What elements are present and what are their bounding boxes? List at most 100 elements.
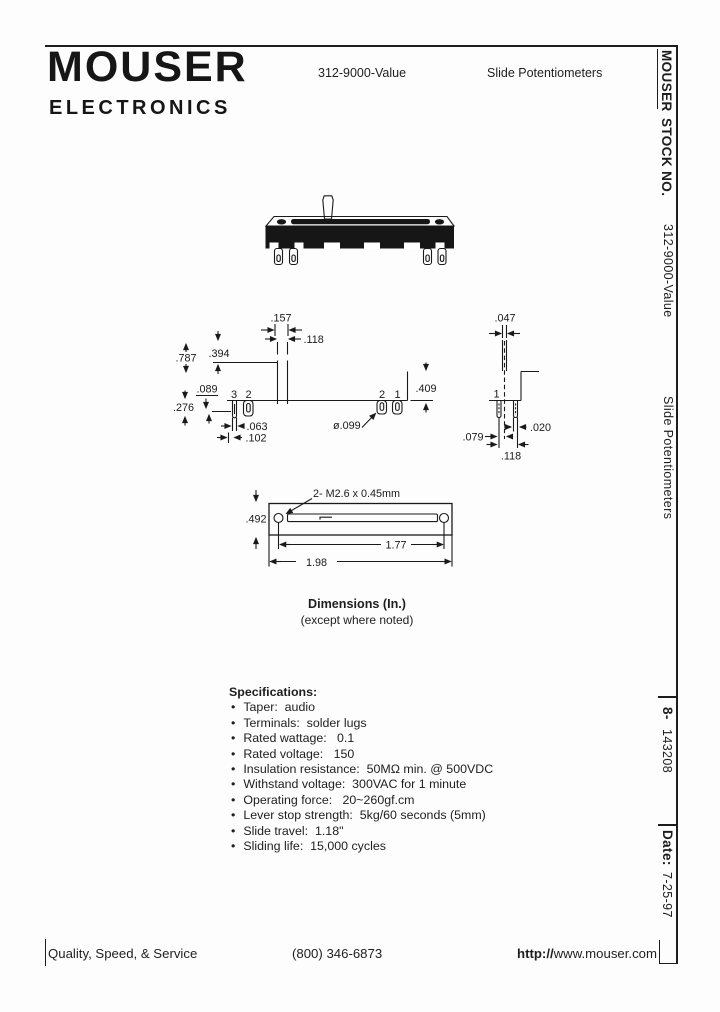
top-rule xyxy=(45,45,677,47)
sidebar-stock-underline xyxy=(656,49,658,109)
dim-102: .102 xyxy=(246,433,267,445)
mounting-hole-right xyxy=(434,219,445,225)
specifications-title: Specifications: xyxy=(229,685,318,699)
mounting-hole-left xyxy=(276,219,287,225)
travel-slot xyxy=(286,513,439,523)
header-product-title: Slide Potentiometers xyxy=(487,66,603,80)
dim-063: .063 xyxy=(247,421,268,433)
bullet-icon: • xyxy=(231,731,236,746)
dim-118-rows: .118 xyxy=(501,451,521,463)
drawing-caption: Dimensions (In.) (except where noted) xyxy=(268,596,446,628)
spec-item-terminals: •Terminals: solder lugs xyxy=(231,715,367,730)
bullet-icon: • xyxy=(231,839,236,854)
wiper-mark xyxy=(319,516,332,520)
dim-198: 1.98 xyxy=(306,557,327,569)
top-view: .492 1.77 1.98 2- M2.6 x 0.45mm xyxy=(245,488,453,569)
dim-394: .394 xyxy=(208,348,229,360)
pot-slot xyxy=(291,219,430,225)
caption-title: Dimensions (In.) xyxy=(308,597,406,611)
sidebar-stock-word1: MOUSER xyxy=(659,50,674,112)
top-view-body xyxy=(268,502,453,536)
stock-number-value: 143208 xyxy=(660,728,674,773)
dim-409: .409 xyxy=(415,383,436,395)
thread-callout: 2- M2.6 x 0.45mm xyxy=(313,488,400,500)
bullet-icon: • xyxy=(231,700,236,715)
spec-item-taper: •Taper: audio xyxy=(231,700,315,715)
spec-item-withstand-voltage: •Withstand voltage: 300VAC for 1 minute xyxy=(231,777,467,792)
solder-lugs xyxy=(273,247,447,266)
lug-row-b xyxy=(512,400,519,419)
spec-item-insulation-resistance: •Insulation resistance: 50MΩ min. @ 500V… xyxy=(231,762,494,777)
spec-item-rated-wattage: •Rated wattage: 0.1 xyxy=(231,731,355,746)
footer-tagline: Quality, Speed, & Service xyxy=(48,946,198,961)
bullet-icon: • xyxy=(231,808,236,823)
pictorial-view xyxy=(264,195,456,266)
footer-left-tick xyxy=(44,939,46,966)
date-label: Date: xyxy=(660,830,675,866)
dim-hole-diameter: ø.099 xyxy=(333,420,361,432)
bullet-icon: • xyxy=(231,715,236,730)
spec-list: •Taper: audio •Terminals: solder lugs •R… xyxy=(229,700,493,854)
sidebar-date: Date: 7-25-97 xyxy=(659,830,675,918)
dim-020: .020 xyxy=(530,422,551,434)
date-value: 7-25-97 xyxy=(660,871,674,918)
footer-url: http://www.mouser.com xyxy=(500,946,657,961)
bullet-icon: • xyxy=(231,792,236,807)
sidebar-tick-1 xyxy=(658,696,676,698)
terminal-2-right-label: 2 xyxy=(379,389,385,401)
dim-492: .492 xyxy=(245,514,266,526)
dim-177: 1.77 xyxy=(385,540,406,552)
slider-lever xyxy=(322,195,334,220)
spec-item-lever-stop-strength: •Lever stop strength: 5kg/60 seconds (5m… xyxy=(231,808,486,823)
spec-item-slide-travel: •Slide travel: 1.18" xyxy=(231,823,344,838)
dim-079: .079 xyxy=(462,432,483,444)
terminal-2-left-lug xyxy=(242,399,254,417)
sidebar-part-number: 312-9000-Value xyxy=(661,224,675,318)
header-part-number: 312-9000-Value xyxy=(318,66,407,80)
caption-note: (except where noted) xyxy=(300,613,414,627)
sidebar-stock-no: MOUSER STOCK NO. xyxy=(659,50,674,196)
logo-electronics: ELECTRONICS xyxy=(49,97,231,119)
thread-hole-left xyxy=(273,512,284,524)
bullet-icon: • xyxy=(231,746,236,761)
sidebar-bottom-bracket-horizontal xyxy=(659,962,677,964)
spec-item-sliding-life: •Sliding life: 15,000 cycles xyxy=(231,839,386,854)
front-view: .157 .118 .394 .787 .089 .276 3 2 2 1 .0… xyxy=(173,313,437,445)
footer-url-rest: www.mouser.com xyxy=(553,946,657,961)
terminal-2-right-lug xyxy=(376,399,388,415)
terminal-2-left-label: 2 xyxy=(245,389,251,401)
lever-lines xyxy=(276,342,289,404)
terminal-1-right-label: 1 xyxy=(394,389,400,401)
dim-787: .787 xyxy=(175,353,196,365)
body-outline xyxy=(227,371,433,402)
footer-phone: (800) 346-6873 xyxy=(292,946,383,961)
thread-hole-right xyxy=(438,512,450,524)
spec-item-operating-force: •Operating force: 20~260gf.cm xyxy=(231,792,415,807)
stock-number-prefix: 8- xyxy=(660,707,675,720)
sidebar-stock-number: 8- 143208 xyxy=(659,707,675,773)
terminal-3-label: 3 xyxy=(231,389,237,401)
body-corner xyxy=(489,370,539,402)
sidebar-tick-2 xyxy=(658,824,676,826)
footer-url-prefix: http:// xyxy=(517,946,554,961)
bullet-icon: • xyxy=(231,823,236,838)
dim-047: .047 xyxy=(494,313,515,325)
dim-118: .118 xyxy=(304,334,324,346)
sidebar-bottom-bracket-vertical xyxy=(658,940,660,964)
sidebar-border xyxy=(675,45,678,964)
lever-edge-lines xyxy=(501,340,508,371)
end-terminal-1-label: 1 xyxy=(493,389,499,401)
dim-157: .157 xyxy=(270,313,291,325)
pot-body xyxy=(265,226,454,249)
spec-item-rated-voltage: •Rated voltage: 150 xyxy=(231,746,355,761)
end-view: .047 1 .020 .079 .118 xyxy=(462,313,551,463)
dim-089: .089 xyxy=(196,384,217,396)
sidebar-stock-word2: STOCK NO. xyxy=(659,117,674,197)
logo-mouser: MOUSER xyxy=(47,43,248,91)
bullet-icon: • xyxy=(231,777,236,792)
dim-276: .276 xyxy=(173,402,194,414)
specifications: Specifications: •Taper: audio •Terminals… xyxy=(229,685,493,854)
bullet-icon: • xyxy=(231,762,236,777)
sidebar-product-title: Slide Potentiometers xyxy=(661,396,675,520)
